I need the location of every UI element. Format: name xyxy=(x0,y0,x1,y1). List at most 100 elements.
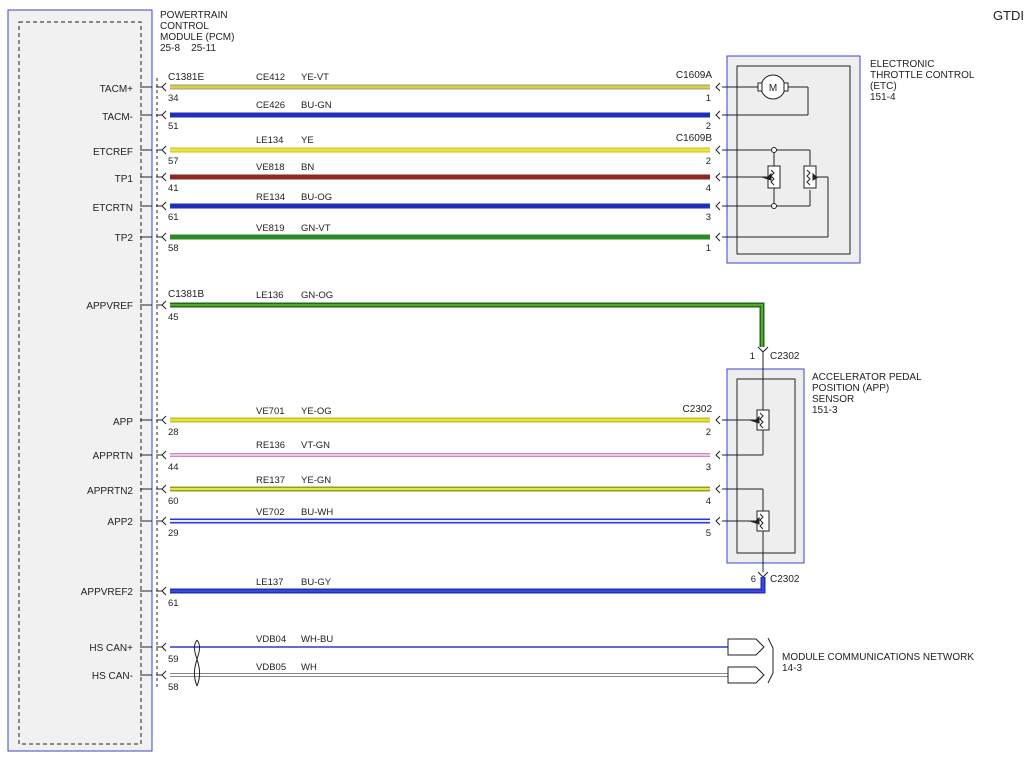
app-name-line-2: POSITION (APP) xyxy=(812,383,889,394)
pcm-pin-etcrtn: ETCRTN xyxy=(93,203,133,214)
pcm-connector-c1381e: C1381E xyxy=(168,72,204,83)
etc-name-line-2: THROTTLE CONTROL xyxy=(870,70,975,81)
network-connector-icon xyxy=(727,637,774,684)
etc-name-line-1: ELECTRONIC xyxy=(870,59,934,70)
pcm-module: POWERTRAIN CONTROL MODULE (PCM) 25-8 25-… xyxy=(7,9,234,752)
device-connector-arrow-icon xyxy=(715,201,721,211)
wire-pcm-pin: 51 xyxy=(168,121,179,132)
pcm-pin-apprtn: APPRTN xyxy=(93,451,133,462)
wire-circuit: RE136 xyxy=(256,440,285,451)
network-line-1: MODULE COMMUNICATIONS NETWORK xyxy=(782,652,974,663)
wire-ve702: VE702 BU-WH 29 5 xyxy=(168,507,711,539)
potentiometer-icon xyxy=(803,165,820,189)
wire-circuit: VDB04 xyxy=(256,634,286,645)
wire-pcm-pin: 45 xyxy=(168,312,179,323)
wire-pcm-pin: 58 xyxy=(168,682,179,693)
wire-pcm-pin: 41 xyxy=(168,183,179,194)
device-connector-arrow-icon xyxy=(715,110,721,120)
pcm-connector-arrow-icon xyxy=(156,586,167,596)
etc-name-line-4: 151-4 xyxy=(870,92,896,103)
wire-re137: RE137 YE-GN 60 4 xyxy=(168,475,711,507)
wire-color-code: BU-GN xyxy=(301,100,332,111)
wire-color-code: WH xyxy=(301,662,317,673)
network-line-2: 14-3 xyxy=(782,663,802,674)
pcm-pin-tp1: TP1 xyxy=(115,174,134,185)
svg-text:M: M xyxy=(769,83,777,94)
wire-circuit: VE819 xyxy=(256,223,285,234)
pcm-connector-stubs xyxy=(140,78,167,690)
pcm-pin-tacm-minus: TACM- xyxy=(102,112,133,123)
wire-circuit: VE701 xyxy=(256,406,285,417)
wire-color-code: BU-WH xyxy=(301,507,333,518)
wire-device-pin: 1 xyxy=(750,351,755,362)
pcm-pin-apprtn2: APPRTN2 xyxy=(87,486,133,497)
pcm-connector-arrow-icon xyxy=(156,232,167,242)
wire-color-code: WH-BU xyxy=(301,634,333,645)
wire-pcm-pin: 29 xyxy=(168,528,179,539)
pcm-name-line-3: MODULE (PCM) xyxy=(160,32,234,43)
pcm-connector-arrow-icon xyxy=(156,450,167,460)
app-name-line-1: ACCELERATOR PEDAL xyxy=(812,372,922,383)
pcm-connector-arrow-icon xyxy=(156,172,167,182)
wire-color-code: BN xyxy=(301,162,314,173)
motor-icon: M xyxy=(757,74,789,100)
wire-color-code: GN-VT xyxy=(301,223,331,234)
wire-ce412: CE412 YE-VT 34 1 xyxy=(168,72,711,104)
app-connector-bottom: C2302 xyxy=(770,574,800,585)
pcm-pin-tacm-plus: TACM+ xyxy=(100,84,134,95)
wire-ve819: VE819 GN-VT 58 1 xyxy=(168,223,711,254)
wire-device-pin: 3 xyxy=(706,212,711,223)
app-name-line-3: SENSOR xyxy=(812,394,854,405)
pcm-connector-arrow-icon xyxy=(156,516,167,526)
pcm-pin-hs-can-minus: HS CAN- xyxy=(92,671,133,682)
wire-color-code: YE-VT xyxy=(301,72,329,83)
pcm-pin-appvref: APPVREF xyxy=(86,301,133,312)
wire-re134: RE134 BU-OG 61 3 xyxy=(168,192,711,223)
wire-line xyxy=(170,302,765,347)
potentiometer-icon xyxy=(749,409,770,431)
pcm-pin-etcref: ETCREF xyxy=(93,147,133,158)
wire-pcm-pin: 61 xyxy=(168,598,179,609)
pcm-name-line-2: CONTROL xyxy=(160,21,209,32)
pcm-connector-arrow-icon xyxy=(156,201,167,211)
wire-circuit: LE137 xyxy=(256,577,283,588)
app-name-line-4: 151-3 xyxy=(812,405,838,416)
wire-pcm-pin: 28 xyxy=(168,427,179,438)
wire-core xyxy=(170,577,764,592)
pcm-connector-arrow-icon xyxy=(156,642,167,652)
wire-device-pin: 3 xyxy=(706,462,711,473)
wire-le134: LE134 YE 57 2 xyxy=(168,135,711,167)
wire-device-pin: 2 xyxy=(706,156,711,167)
wire-pcm-pin: 59 xyxy=(168,654,179,665)
wire-color-code: YE-OG xyxy=(301,406,332,417)
potentiometer-icon xyxy=(761,165,781,189)
device-connector-arrow-icon xyxy=(715,82,721,92)
wire-circuit: LE134 xyxy=(256,135,283,146)
wire-pcm-pin: 58 xyxy=(168,243,179,254)
etc-device: ELECTRONIC THROTTLE CONTROL (ETC) 151-4 … xyxy=(722,55,975,264)
wire-pcm-pin: 34 xyxy=(168,93,179,104)
potentiometer-icon xyxy=(749,510,770,532)
wire-circuit: RE134 xyxy=(256,192,285,203)
wire-device-pin: 1 xyxy=(706,93,711,104)
pcm-pin-app: APP xyxy=(113,417,133,428)
wires: CE412 YE-VT 34 1 CE426 BU-GN 51 2 LE134 … xyxy=(168,72,766,693)
device-pin-arrows xyxy=(715,82,721,526)
pcm-pin-app2: APP2 xyxy=(107,517,133,528)
etc-name-line-3: (ETC) xyxy=(870,81,897,92)
wire-pcm-pin: 57 xyxy=(168,156,179,167)
wire-re136: RE136 VT-GN 44 3 xyxy=(168,440,711,473)
wire-vdb04: VDB04 WH-BU 59 xyxy=(168,634,728,665)
twisted-pair-icon xyxy=(193,639,201,687)
wire-ve701: VE701 YE-OG 28 2 xyxy=(168,406,711,438)
pcm-connector-arrow-icon xyxy=(156,300,167,310)
app-connector-side: C2302 xyxy=(683,404,713,415)
device-connector-arrow-icon xyxy=(715,172,721,182)
device-connector-arrow-icon xyxy=(715,415,721,425)
wire-device-pin: 2 xyxy=(706,427,711,438)
wire-color-code: GN-OG xyxy=(301,290,333,301)
pcm-connector-arrow-icon xyxy=(156,82,167,92)
pcm-connector-arrow-icon xyxy=(156,110,167,120)
pcm-pin-labels: TACM+ TACM- ETCREF TP1 ETCRTN TP2 APPVRE… xyxy=(81,84,134,682)
